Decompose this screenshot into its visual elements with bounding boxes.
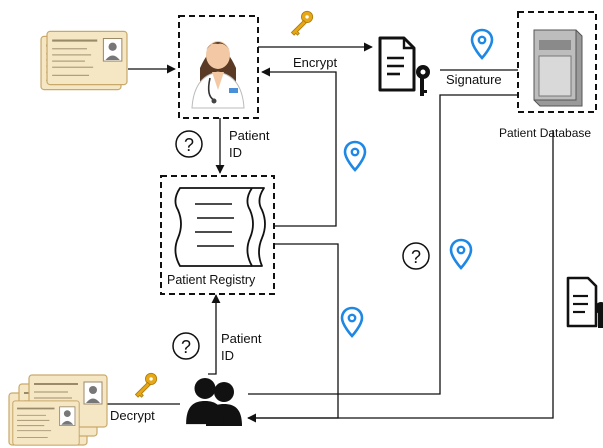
patient-id-top-line1: Patient [229, 128, 270, 143]
doctor-node [178, 15, 259, 119]
location-pin-icon [340, 306, 364, 338]
signature-label: Signature [446, 72, 502, 87]
location-pin-icon [449, 238, 473, 270]
document-key-icon [378, 36, 430, 96]
id-card-stack-icon [8, 374, 108, 446]
line-database-to-users [338, 130, 554, 419]
question-circle-icon: ? [402, 242, 430, 270]
decrypt-label: Decrypt [110, 408, 155, 423]
database-node [517, 11, 597, 113]
question-circle-icon: ? [175, 130, 203, 158]
encrypt-label: Encrypt [293, 55, 337, 70]
patient-id-bottom-line1: Patient [221, 331, 262, 346]
patient-registry-label: Patient Registry [167, 273, 256, 287]
patient-id-bottom-line2: ID [221, 348, 234, 363]
svg-text:?: ? [411, 247, 421, 267]
document-key-icon [566, 276, 603, 328]
key-icon [291, 10, 314, 36]
connectors [91, 42, 554, 423]
patient-registry-node [160, 175, 275, 295]
id-card-stack-icon [40, 30, 128, 91]
users-group-icon [186, 377, 242, 426]
svg-text:?: ? [181, 337, 191, 357]
location-pin-icon [470, 28, 494, 60]
key-icon [135, 372, 158, 398]
patient-database-label: Patient Database [499, 126, 591, 140]
question-circle-icon: ? [172, 332, 200, 360]
scroll-icon [174, 187, 266, 267]
database-server-icon [533, 29, 583, 107]
svg-text:?: ? [184, 135, 194, 155]
arrow-registry-to-doctor [261, 67, 337, 227]
location-pin-icon [343, 140, 367, 172]
arrow-users-to-database [248, 90, 527, 395]
doctor-icon [191, 41, 245, 109]
patient-id-top-line2: ID [229, 145, 242, 160]
arrow-users-to-registry [208, 294, 221, 375]
